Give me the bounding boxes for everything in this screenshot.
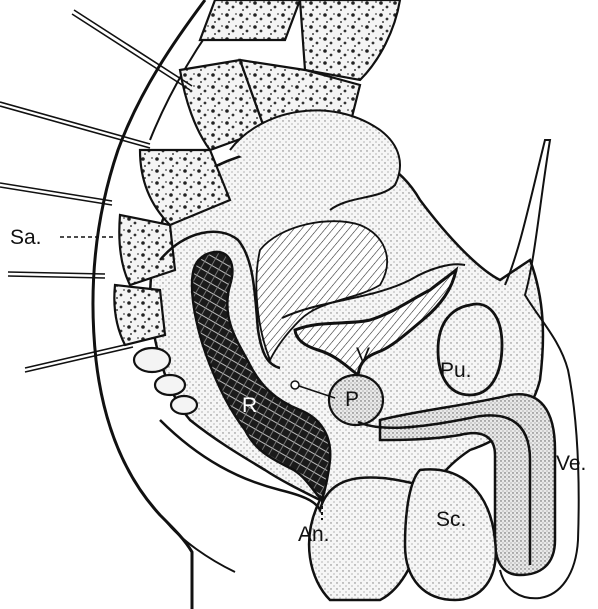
label-sacrum: Sa.: [10, 226, 42, 249]
label-scrotum: Sc.: [436, 508, 466, 531]
label-bladder: V: [356, 344, 370, 367]
label-rectum: R: [242, 394, 257, 417]
label-anus: An.: [298, 523, 330, 546]
label-prostate: P: [345, 388, 359, 411]
ejaculatory-duct: [291, 381, 299, 389]
thigh-outline: [165, 520, 235, 572]
scrotum: [405, 469, 496, 600]
label-penis: Ve.: [556, 452, 586, 475]
label-pubis: Pu.: [440, 359, 472, 382]
